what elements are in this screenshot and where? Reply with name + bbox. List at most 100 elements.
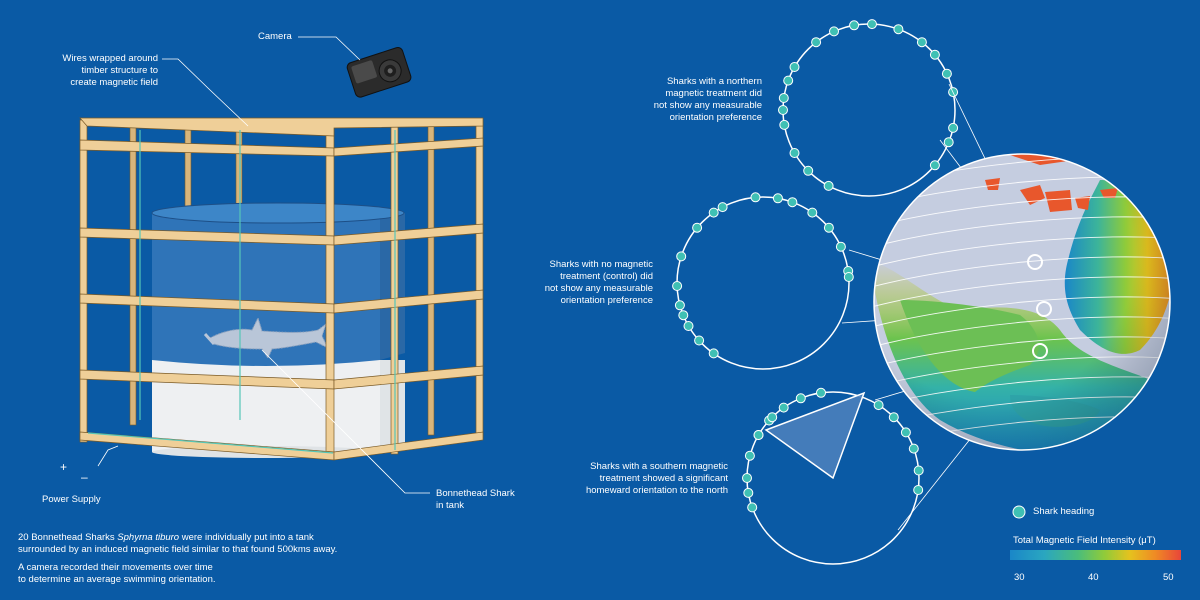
control-label-line: Sharks with no magnetic — [549, 259, 654, 270]
shark-heading-dot — [789, 148, 800, 158]
minus-sign: – — [81, 470, 88, 484]
legend-heading-dot — [1012, 505, 1026, 519]
shark-heading-dot — [772, 193, 783, 204]
shark-heading-dot — [873, 400, 884, 411]
control-label: Sharks with no magnetic treatment (contr… — [500, 259, 653, 307]
shark-heading-dot — [943, 137, 954, 148]
shark-heading-dot — [717, 202, 728, 213]
shark-heading-dot — [835, 241, 846, 252]
northern-label: Sharks with a northern magnetic treatmen… — [612, 76, 762, 124]
northern-location-marker — [1027, 254, 1043, 270]
shark-heading-dot — [867, 19, 877, 30]
field-intensity-scale — [1010, 550, 1181, 560]
shark-heading-dot — [823, 180, 834, 191]
shark-heading-dot — [789, 62, 800, 72]
shark-heading-dot — [708, 207, 719, 218]
description-line-3: A camera recorded their movements over t… — [18, 562, 213, 573]
shark-heading-dot — [750, 192, 761, 203]
southern-label-line: homeward orientation to the north — [585, 485, 728, 496]
scale-tick-40: 40 — [1088, 572, 1099, 583]
shark-heading-dot — [913, 485, 924, 495]
shark-heading-dot — [694, 335, 705, 346]
shark-heading-dots — [672, 19, 959, 513]
control-label-line: orientation preference — [560, 295, 653, 306]
southern-label-line: treatment showed a significant — [599, 473, 728, 484]
shark-heading-dot — [816, 387, 826, 398]
northern-label-line: not show any measurable — [653, 100, 762, 111]
shark-label-line: Bonnethead Shark — [436, 488, 515, 499]
wires-label-line: timber structure to — [81, 65, 158, 76]
camera-label: Camera — [258, 31, 292, 42]
globe-icon — [873, 153, 1171, 451]
homeward-sector — [764, 391, 866, 480]
shark-heading-dot — [916, 37, 927, 48]
shark-heading-dot — [929, 49, 940, 60]
shark-heading-dot — [783, 75, 794, 86]
shark-heading-dot — [778, 402, 789, 413]
shark-heading-dot — [683, 321, 694, 331]
shark-heading-dot — [888, 412, 899, 423]
wires-label-line: create magnetic field — [70, 77, 158, 88]
shark-heading-dot — [829, 26, 839, 37]
wires-label: Wires wrapped around timber structure to… — [40, 53, 158, 89]
shark-heading-dot — [913, 465, 924, 476]
southern-location-marker — [1032, 343, 1048, 359]
plus-sign: + — [60, 460, 68, 474]
shark-heading-dot — [779, 119, 790, 130]
shark-heading-dot — [787, 197, 798, 208]
northern-label-line: magnetic treatment did — [665, 88, 762, 99]
experiment-description: 20 Bonnethead Sharks Sphyrna tiburo were… — [18, 532, 438, 586]
shark-heading-dot — [678, 310, 689, 321]
camera-icon — [346, 47, 412, 98]
description-text: 20 Bonnethead Sharks — [18, 532, 118, 543]
description-line-2: surrounded by an induced magnetic field … — [18, 544, 338, 555]
northern-label-line: Sharks with a northern — [666, 76, 762, 87]
shark-heading-dot — [823, 222, 834, 233]
shark-heading-dot — [767, 412, 778, 423]
shark-heading-dot — [676, 251, 687, 262]
control-label-line: treatment (control) did — [560, 271, 653, 282]
shark-heading-dot — [811, 37, 822, 48]
southern-label-line: Sharks with a southern magnetic — [590, 461, 728, 472]
legend-scale-title: Total Magnetic Field Intensity (μT) — [1013, 535, 1156, 546]
shark-heading-dot — [742, 473, 752, 483]
leader-lines-left — [97, 36, 430, 494]
shark-heading-dot — [747, 502, 758, 513]
southern-label: Sharks with a southern magnetic treatmen… — [548, 461, 728, 497]
shark-in-tank-label: Bonnethead Shark in tank — [436, 488, 515, 512]
shark-heading-dot — [753, 430, 764, 440]
shark-heading-dot — [692, 222, 703, 233]
shark-heading-dot — [929, 160, 940, 171]
description-line-1: 20 Bonnethead Sharks Sphyrna tiburo were… — [18, 532, 438, 544]
shark-heading-dot — [807, 207, 818, 218]
shark-heading-dot — [743, 487, 754, 498]
shark-heading-dot — [900, 427, 911, 438]
shark-heading-dot — [795, 393, 806, 404]
shark-heading-dot — [778, 93, 789, 103]
shark-heading-dot — [674, 300, 685, 311]
shark-heading-dot — [948, 122, 959, 133]
power-supply-label: Power Supply — [42, 494, 101, 505]
shark-label-line: in tank — [436, 500, 464, 511]
shark-heading-dot — [744, 450, 755, 461]
scale-tick-50: 50 — [1163, 572, 1174, 583]
shark-heading-dot — [708, 348, 719, 359]
shark-heading-dot — [778, 105, 788, 115]
shark-heading-dot — [849, 20, 860, 31]
shark-heading-dot — [803, 165, 814, 176]
shark-heading-dot — [908, 443, 919, 454]
species-name: Sphyrna tiburo — [117, 532, 180, 543]
northern-label-line: orientation preference — [669, 112, 762, 123]
description-text: were individually put into a tank — [179, 532, 314, 543]
shark-heading-dot — [843, 272, 854, 282]
shark-heading-dot — [941, 68, 952, 79]
control-location-marker — [1036, 301, 1052, 317]
shark-heading-dot — [672, 281, 683, 291]
description-line-4: to determine an average swimming orienta… — [18, 574, 216, 585]
wires-label-line: Wires wrapped around — [62, 53, 158, 64]
control-label-line: not show any measurable — [544, 283, 653, 294]
scale-tick-30: 30 — [1014, 572, 1025, 583]
experiment-rig — [79, 117, 484, 461]
shark-heading-dot — [893, 24, 904, 35]
